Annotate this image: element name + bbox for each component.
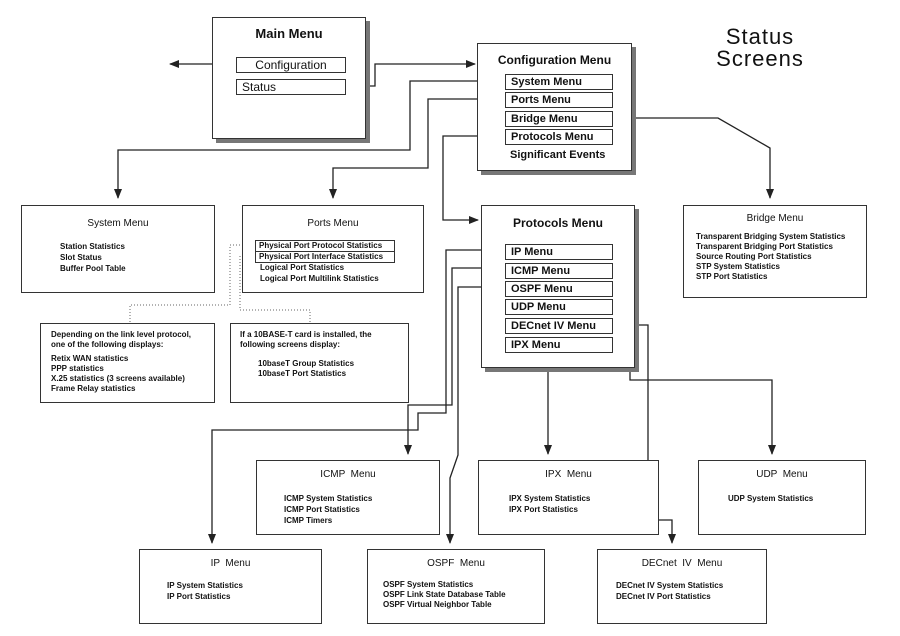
ports-menu-list: Logical Port Statistics Logical Port Mul… xyxy=(260,262,379,284)
menu-item-configuration[interactable]: Configuration xyxy=(236,57,346,73)
list-item: IPX Port Statistics xyxy=(509,505,578,514)
ospf-menu-title: OSPF Menu xyxy=(427,558,485,569)
config-item-ports[interactable]: Ports Menu xyxy=(505,92,613,108)
protocols-item-ospf[interactable]: OSPF Menu xyxy=(505,281,613,297)
connector-bridge xyxy=(612,117,774,199)
ports-menu-title: Ports Menu xyxy=(307,218,359,229)
connector-ip xyxy=(208,249,505,544)
10baset-note: If a 10BASE-T card is installed, the fol… xyxy=(230,323,409,403)
ports-item-interface-stats[interactable]: Physical Port Interface Statistics xyxy=(255,251,395,263)
config-item-bridge[interactable]: Bridge Menu xyxy=(505,111,613,127)
list-item: 10baseT Group Statistics xyxy=(258,359,355,368)
ip-menu-title: IP Menu xyxy=(210,558,251,569)
list-item: 10baseT Port Statistics xyxy=(258,369,347,378)
bridge-menu-title: Bridge Menu xyxy=(746,213,804,224)
connector-icmp xyxy=(404,267,505,455)
system-menu-box: System Menu Station Statistics Slot Stat… xyxy=(21,205,215,293)
10baset-note-intro: If a 10BASE-T card is installed, the fol… xyxy=(240,330,372,349)
bridge-menu-list: Transparent Bridging System Statistics T… xyxy=(696,232,845,282)
list-item: Source Routing Port Statistics xyxy=(696,252,812,261)
connector-ospf xyxy=(446,286,505,544)
list-item: Transparent Bridging Port Statistics xyxy=(696,242,833,251)
decnet-menu-list: DECnet IV System Statistics DECnet IV Po… xyxy=(616,580,723,602)
list-item: DECnet IV Port Statistics xyxy=(616,592,711,601)
connector-udp xyxy=(612,304,776,455)
udp-menu-box: UDP Menu UDP System Statistics xyxy=(698,460,866,535)
connector-protocols xyxy=(442,135,505,224)
page-title-line1: Status xyxy=(725,24,795,49)
config-item-protocols[interactable]: Protocols Menu xyxy=(505,129,613,145)
protocols-item-ip[interactable]: IP Menu xyxy=(505,244,613,260)
list-item: Slot Status xyxy=(60,253,102,262)
configuration-menu-box: Configuration Menu System Menu Ports Men… xyxy=(477,43,632,171)
page-title-line2: Screens xyxy=(716,46,804,71)
protocols-item-decnet[interactable]: DECnet IV Menu xyxy=(505,318,613,334)
list-item: IPX System Statistics xyxy=(509,494,591,503)
ospf-menu-box: OSPF Menu OSPF System Statistics OSPF Li… xyxy=(367,549,545,624)
list-item: Station Statistics xyxy=(60,242,125,251)
config-item-system[interactable]: System Menu xyxy=(505,74,613,90)
list-item: OSPF Virtual Neighbor Table xyxy=(383,600,492,609)
list-item: DECnet IV System Statistics xyxy=(616,581,724,590)
ports-menu-box: Ports Menu Physical Port Protocol Statis… xyxy=(242,205,424,293)
list-item: Buffer Pool Table xyxy=(60,264,126,273)
list-item: ICMP Port Statistics xyxy=(284,505,360,514)
link-protocol-note-list: Retix WAN statistics PPP statistics X.25… xyxy=(51,354,185,394)
list-item: OSPF System Statistics xyxy=(383,580,474,589)
protocols-menu-title: Protocols Menu xyxy=(512,216,603,230)
icmp-menu-list: ICMP System Statistics ICMP Port Statist… xyxy=(284,493,372,526)
protocols-item-ipx[interactable]: IPX Menu xyxy=(505,337,613,353)
ipx-menu-box: IPX Menu IPX System Statistics IPX Port … xyxy=(478,460,659,535)
ipx-menu-list: IPX System Statistics IPX Port Statistic… xyxy=(509,493,590,515)
dotted-leader-protocol xyxy=(129,244,255,323)
list-item: OSPF Link State Database Table xyxy=(383,590,506,599)
ip-menu-box: IP Menu IP System Statistics IP Port Sta… xyxy=(139,549,322,624)
icmp-menu-title: ICMP Menu xyxy=(320,469,376,480)
link-protocol-note: Depending on the link level protocol, on… xyxy=(40,323,215,403)
list-item: ICMP Timers xyxy=(284,516,333,525)
list-item: X.25 statistics (3 screens available) xyxy=(51,374,185,383)
ip-menu-list: IP System Statistics IP Port Statistics xyxy=(167,580,243,602)
list-item: ICMP System Statistics xyxy=(284,494,373,503)
10baset-note-list: 10baseT Group Statistics 10baseT Port St… xyxy=(258,359,354,379)
decnet-menu-title: DECnet IV Menu xyxy=(641,558,723,569)
decnet-menu-box: DECnet IV Menu DECnet IV System Statisti… xyxy=(597,549,767,624)
system-menu-title: System Menu xyxy=(87,218,149,229)
list-item: STP System Statistics xyxy=(696,262,780,271)
list-item: Logical Port Statistics xyxy=(260,263,345,272)
ospf-menu-list: OSPF System Statistics OSPF Link State D… xyxy=(383,580,506,610)
list-item: UDP System Statistics xyxy=(728,494,814,503)
link-protocol-note-intro: Depending on the link level protocol, on… xyxy=(51,330,192,349)
config-item-significant-events[interactable]: Significant Events xyxy=(510,149,606,161)
list-item: PPP statistics xyxy=(51,364,104,373)
list-item: IP Port Statistics xyxy=(167,592,231,601)
protocols-menu-box: Protocols Menu IP Menu ICMP Menu OSPF Me… xyxy=(481,205,635,368)
system-menu-list: Station Statistics Slot Status Buffer Po… xyxy=(60,241,126,274)
udp-menu-list: UDP System Statistics xyxy=(728,493,813,504)
main-menu-title: Main Menu xyxy=(255,26,323,41)
list-item: Logical Port Multilink Statistics xyxy=(260,274,379,283)
protocols-item-icmp[interactable]: ICMP Menu xyxy=(505,263,613,279)
icmp-menu-box: ICMP Menu ICMP System Statistics ICMP Po… xyxy=(256,460,440,535)
list-item: STP Port Statistics xyxy=(696,272,768,281)
list-item: Transparent Bridging System Statistics xyxy=(696,232,846,241)
page-title: Status Screens xyxy=(700,26,820,70)
main-menu-box: Main Menu Configuration Status xyxy=(212,17,366,139)
udp-menu-title: UDP Menu xyxy=(756,469,808,480)
bridge-menu-box: Bridge Menu Transparent Bridging System … xyxy=(683,205,867,298)
list-item: Frame Relay statistics xyxy=(51,384,136,393)
ipx-menu-title: IPX Menu xyxy=(545,469,592,480)
configuration-menu-title: Configuration Menu xyxy=(497,53,612,67)
protocols-item-udp[interactable]: UDP Menu xyxy=(505,299,613,315)
connector-ports xyxy=(329,98,505,199)
connector-system xyxy=(114,80,505,199)
menu-item-status[interactable]: Status xyxy=(236,79,346,95)
list-item: IP System Statistics xyxy=(167,581,243,590)
list-item: Retix WAN statistics xyxy=(51,354,129,363)
